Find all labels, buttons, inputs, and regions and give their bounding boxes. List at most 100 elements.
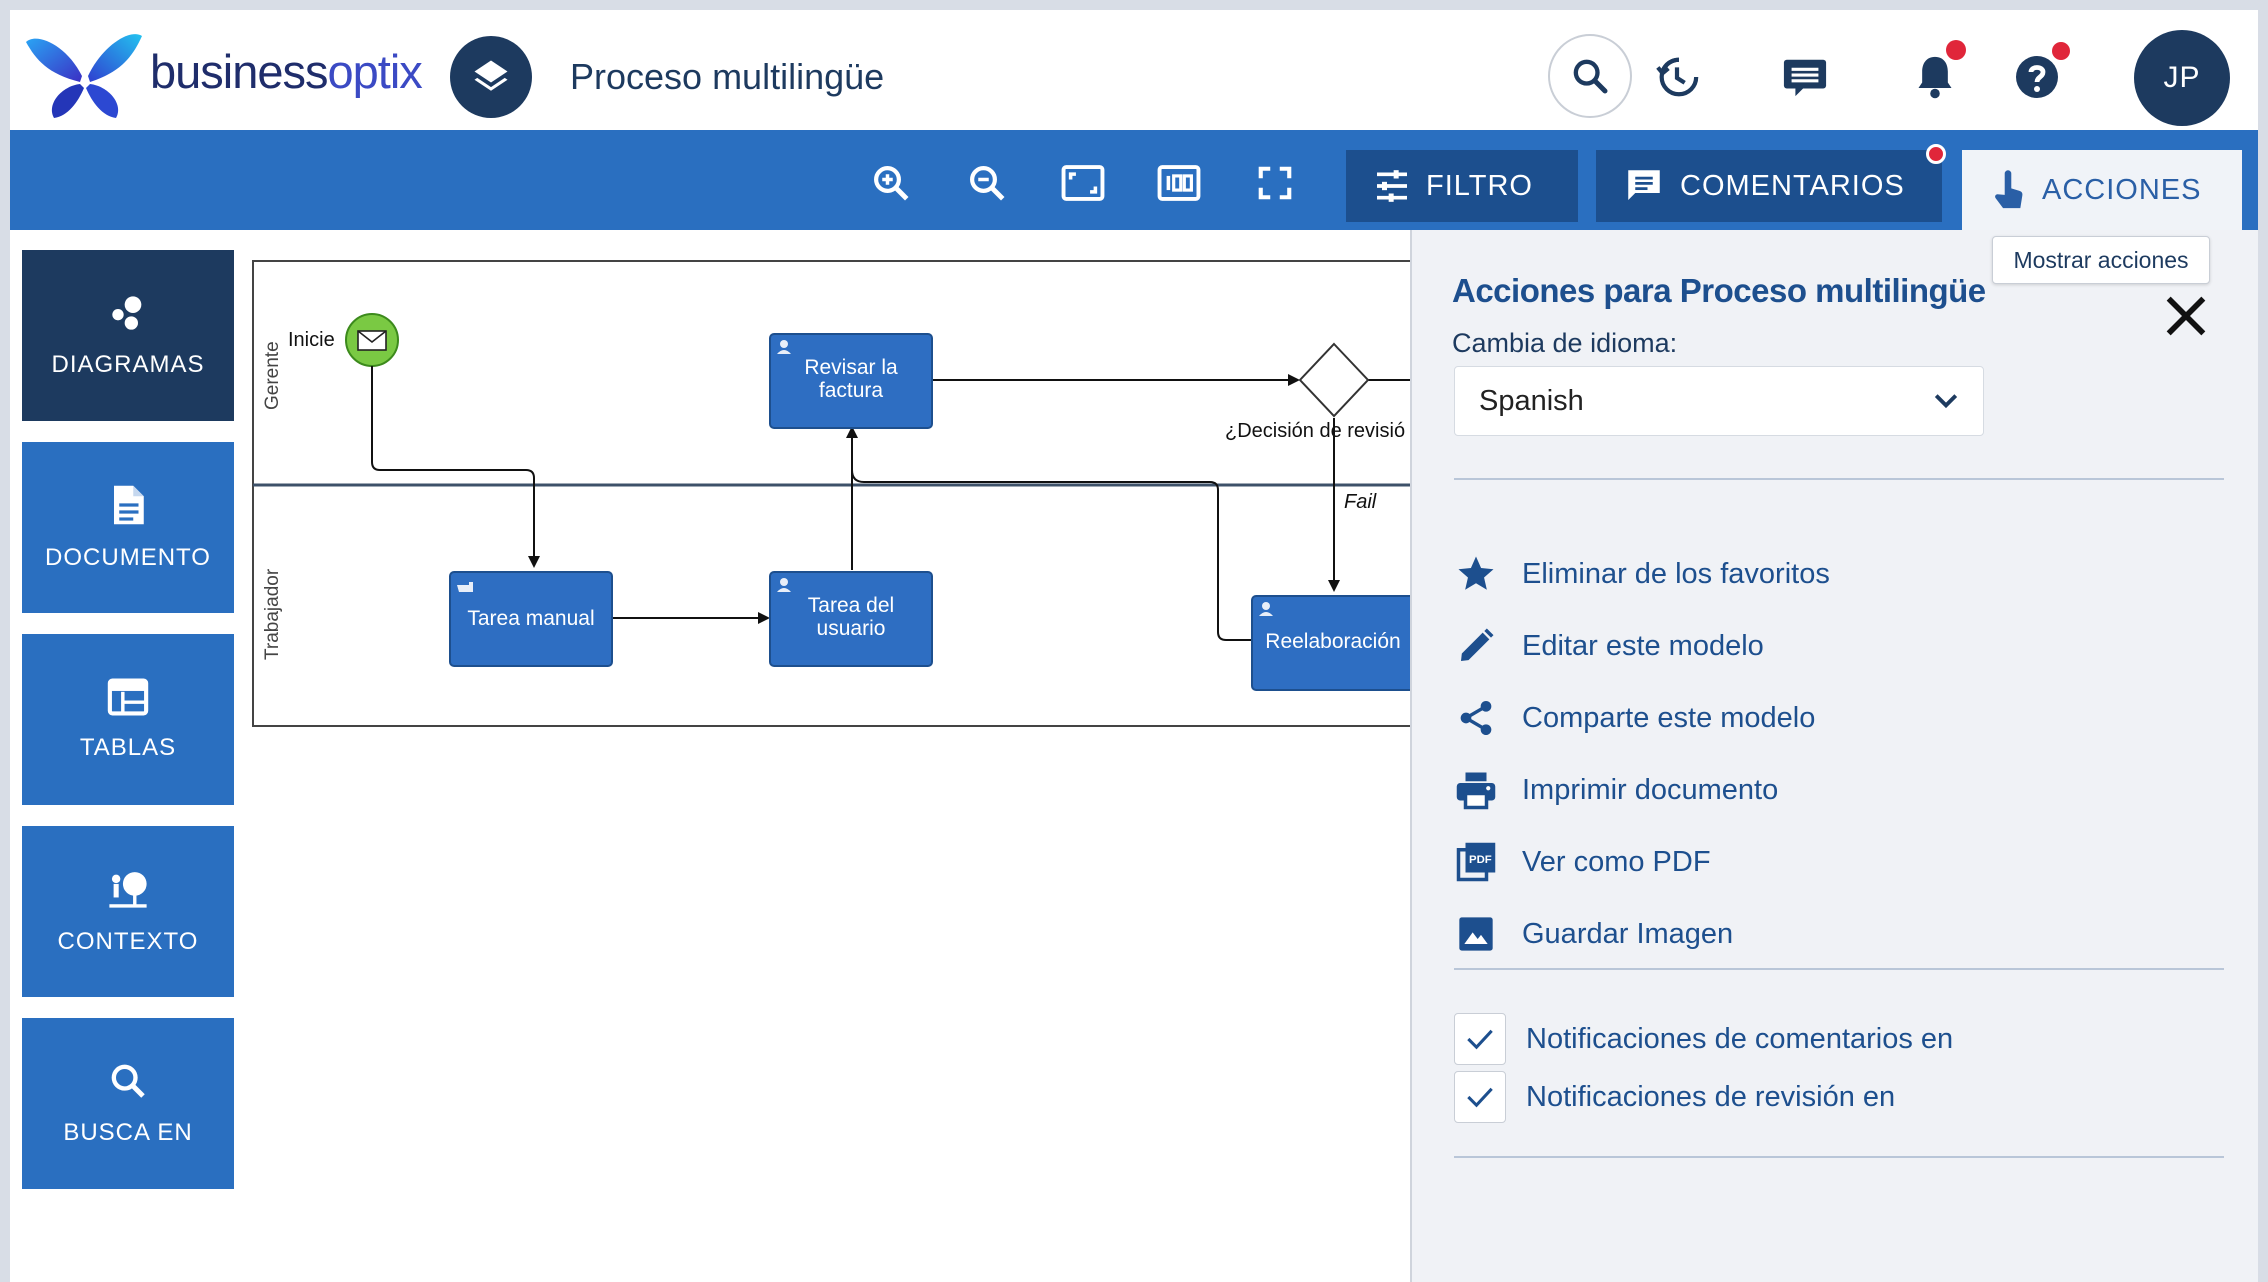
- panel-title: Acciones para Proceso multilingüe: [1452, 272, 1986, 309]
- context-icon: [109, 871, 147, 908]
- action-label: Eliminar de los favoritos: [1522, 557, 1830, 590]
- history-icon: [1656, 57, 1699, 97]
- help-button[interactable]: [2002, 42, 2072, 112]
- comments-button[interactable]: COMENTARIOS: [1596, 144, 1946, 222]
- pool-border: [252, 260, 1412, 727]
- touch-icon: [1995, 170, 2023, 209]
- brand-name[interactable]: businessoptix: [150, 45, 423, 98]
- gateway-label: ¿Decisión de revisió: [1225, 420, 1405, 442]
- lane-gerente-label: Gerente: [262, 341, 283, 410]
- action-edit-model[interactable]: Editar este modelo: [1454, 618, 1764, 674]
- sidebar-item-busca-en[interactable]: BUSCA EN: [22, 1018, 234, 1189]
- action-save-image[interactable]: Guardar Imagen: [1454, 906, 1733, 962]
- svg-text:PDF: PDF: [1469, 854, 1492, 866]
- help-icon: [2016, 56, 2058, 98]
- revision-notifications-checkbox[interactable]: [1454, 1071, 1506, 1123]
- language-select[interactable]: Spanish: [1454, 366, 1984, 436]
- actions-tab[interactable]: ACCIONES: [1962, 150, 2242, 230]
- action-label: Imprimir documento: [1522, 773, 1779, 806]
- actual-size-icon: [1157, 165, 1201, 201]
- search-icon: [1573, 59, 1608, 94]
- actual-size-button[interactable]: [1152, 156, 1206, 210]
- sidebar-item-diagramas[interactable]: DIAGRAMAS: [22, 250, 234, 421]
- layers-icon: [474, 60, 508, 91]
- comment-notifications-row[interactable]: Notificaciones de comentarios en: [1454, 1012, 1953, 1066]
- zoom-in-button[interactable]: [864, 156, 918, 210]
- comment-icon: [1628, 170, 1660, 200]
- action-label: Guardar Imagen: [1522, 917, 1734, 950]
- svg-text:factura: factura: [819, 379, 884, 402]
- diagram-toolbar: FILTRO COMENTARIOS ACCIONES: [10, 130, 2258, 230]
- svg-text:usuario: usuario: [817, 617, 886, 640]
- printer-icon: [1456, 772, 1496, 810]
- start-event[interactable]: [345, 313, 399, 367]
- sidebar-item-tablas[interactable]: TABLAS: [22, 634, 234, 805]
- notification-badge: [1946, 40, 1966, 60]
- butterfly-logo-icon[interactable]: [26, 24, 144, 120]
- action-view-pdf[interactable]: PDF Ver como PDF: [1454, 834, 1711, 890]
- revision-notifications-row[interactable]: Notificaciones de revisión en: [1454, 1070, 1895, 1124]
- sidebar-item-contexto[interactable]: CONTEXTO: [22, 826, 234, 997]
- fit-screen-icon: [1061, 165, 1105, 201]
- actions-tooltip: Mostrar acciones: [1992, 236, 2210, 284]
- action-share-model[interactable]: Comparte este modelo: [1454, 690, 1815, 746]
- messages-button[interactable]: [1770, 42, 1840, 112]
- filter-label: FILTRO: [1426, 169, 1533, 202]
- task-reelaboracion[interactable]: Reelaboración: [1251, 595, 1412, 691]
- help-badge: [2052, 42, 2070, 60]
- share-icon: [1460, 701, 1492, 735]
- chevron-down-icon: [1934, 394, 1958, 409]
- notifications-button[interactable]: [1900, 40, 1970, 112]
- task-revisar-factura[interactable]: Revisar la factura: [769, 333, 933, 429]
- fail-flow-label: Fail: [1344, 491, 1377, 513]
- pencil-icon: [1461, 628, 1494, 661]
- svg-text:Tarea del: Tarea del: [808, 594, 894, 617]
- close-icon[interactable]: [2160, 290, 2212, 342]
- user-avatar[interactable]: JP: [2134, 30, 2230, 126]
- actions-label: ACCIONES: [2042, 173, 2202, 206]
- sidebar-item-label: DIAGRAMAS: [51, 350, 205, 378]
- document-icon: [114, 485, 144, 524]
- search-button[interactable]: [1548, 34, 1632, 118]
- check-icon: [1467, 1087, 1493, 1108]
- search-icon: [111, 1064, 145, 1098]
- fullscreen-icon: [1258, 166, 1292, 200]
- language-label: Cambia de idioma:: [1452, 328, 1678, 358]
- messages-icon: [1783, 59, 1827, 97]
- task-tarea-manual[interactable]: Tarea manual: [449, 571, 613, 667]
- action-label: Editar este modelo: [1522, 629, 1764, 662]
- image-icon: [1459, 917, 1493, 951]
- tune-icon: [1377, 170, 1407, 202]
- start-event-label: Inicie: [288, 329, 335, 351]
- page-title: Proceso multilingüe: [570, 56, 885, 97]
- comment-notifications-checkbox[interactable]: [1454, 1013, 1506, 1065]
- zoom-out-icon: [970, 166, 1005, 201]
- fullscreen-button[interactable]: [1248, 156, 1302, 210]
- action-print-document[interactable]: Imprimir documento: [1454, 762, 1778, 818]
- decision-gateway[interactable]: [1298, 342, 1370, 418]
- zoom-in-icon: [874, 166, 909, 201]
- table-icon: [107, 678, 149, 715]
- fit-screen-button[interactable]: [1056, 156, 1110, 210]
- history-button[interactable]: [1642, 42, 1712, 112]
- language-select-value: Spanish: [1479, 384, 1584, 417]
- sidebar-item-documento[interactable]: DOCUMENTO: [22, 442, 234, 613]
- check-icon: [1467, 1029, 1493, 1050]
- model-layers-button[interactable]: [450, 36, 532, 118]
- svg-text:Tarea manual: Tarea manual: [467, 607, 594, 630]
- pdf-icon: PDF: [1456, 842, 1496, 882]
- process-diagram[interactable]: Gerente Trabajador Inicie Revisar la fac…: [252, 260, 1412, 728]
- sidebar-item-label: TABLAS: [79, 733, 177, 761]
- divider: [1454, 478, 2224, 480]
- lane-trabajador-label: Trabajador: [262, 568, 283, 660]
- revision-notifications-label: Notificaciones de revisión en: [1526, 1080, 1896, 1113]
- comments-label: COMENTARIOS: [1680, 169, 1905, 202]
- zoom-out-button[interactable]: [960, 156, 1014, 210]
- task-tarea-usuario[interactable]: Tarea del usuario: [769, 571, 933, 667]
- app-header: businessoptix Proceso multilingüe: [10, 10, 2258, 130]
- bell-icon: [1918, 56, 1952, 99]
- action-remove-favorite[interactable]: Eliminar de los favoritos: [1454, 546, 1830, 602]
- filter-button[interactable]: FILTRO: [1346, 150, 1578, 222]
- svg-text:Reelaboración: Reelaboración: [1265, 630, 1400, 653]
- comment-notifications-label: Notificaciones de comentarios en: [1526, 1022, 1954, 1055]
